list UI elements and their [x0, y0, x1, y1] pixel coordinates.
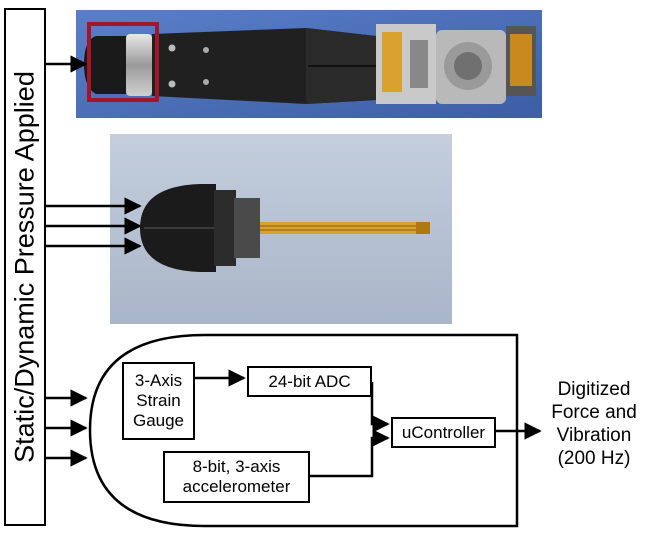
- finger-photo: [76, 10, 542, 118]
- sensor-tip-photo: [110, 134, 452, 324]
- accelerometer-block: 8-bit, 3-axis accelerometer: [163, 451, 310, 503]
- ucontroller-block: uController: [391, 417, 496, 448]
- pressure-label-text: Static/Dynamic Pressure Applied: [9, 71, 40, 463]
- output-label: Digitized Force and Vibration (200 Hz): [551, 379, 637, 469]
- pressure-label: Static/Dynamic Pressure Applied: [4, 8, 46, 526]
- strain-gauge-block: 3-Axis Strain Gauge: [122, 362, 195, 440]
- adc-block: 24-bit ADC: [247, 366, 372, 397]
